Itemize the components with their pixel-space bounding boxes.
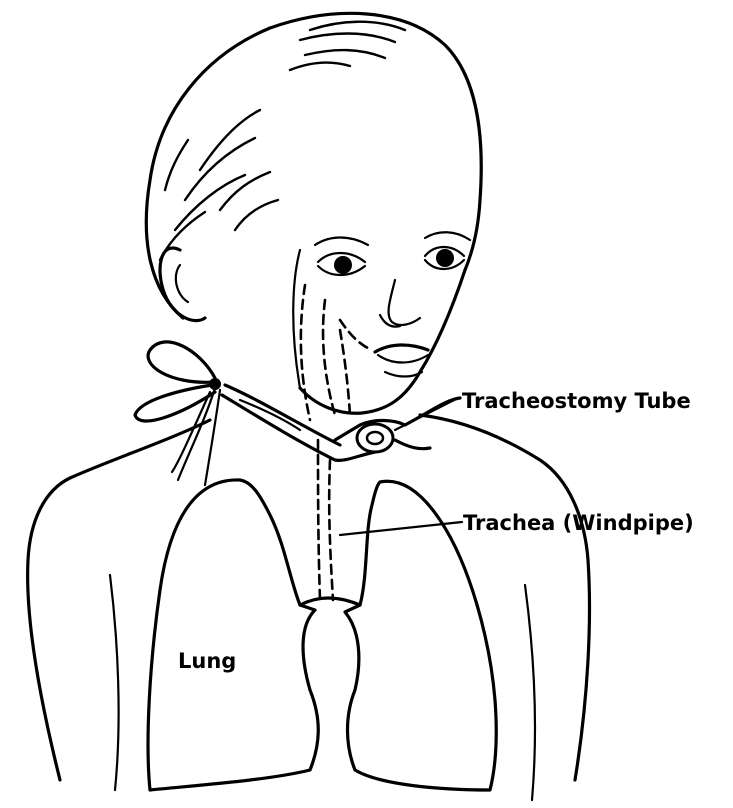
nose [380, 280, 420, 327]
neck-tie-bow [135, 342, 221, 485]
label-trachea: Trachea (Windpipe) [463, 511, 694, 535]
ear [160, 248, 205, 321]
label-lung: Lung [178, 649, 236, 673]
left-eye [315, 238, 368, 276]
trachea [300, 598, 360, 605]
right-eye [425, 232, 470, 269]
left-lung [148, 480, 318, 790]
hair-strands [160, 22, 405, 260]
tracheostomy-tube [222, 385, 460, 460]
label-tracheostomy-tube: Tracheostomy Tube [462, 389, 691, 413]
